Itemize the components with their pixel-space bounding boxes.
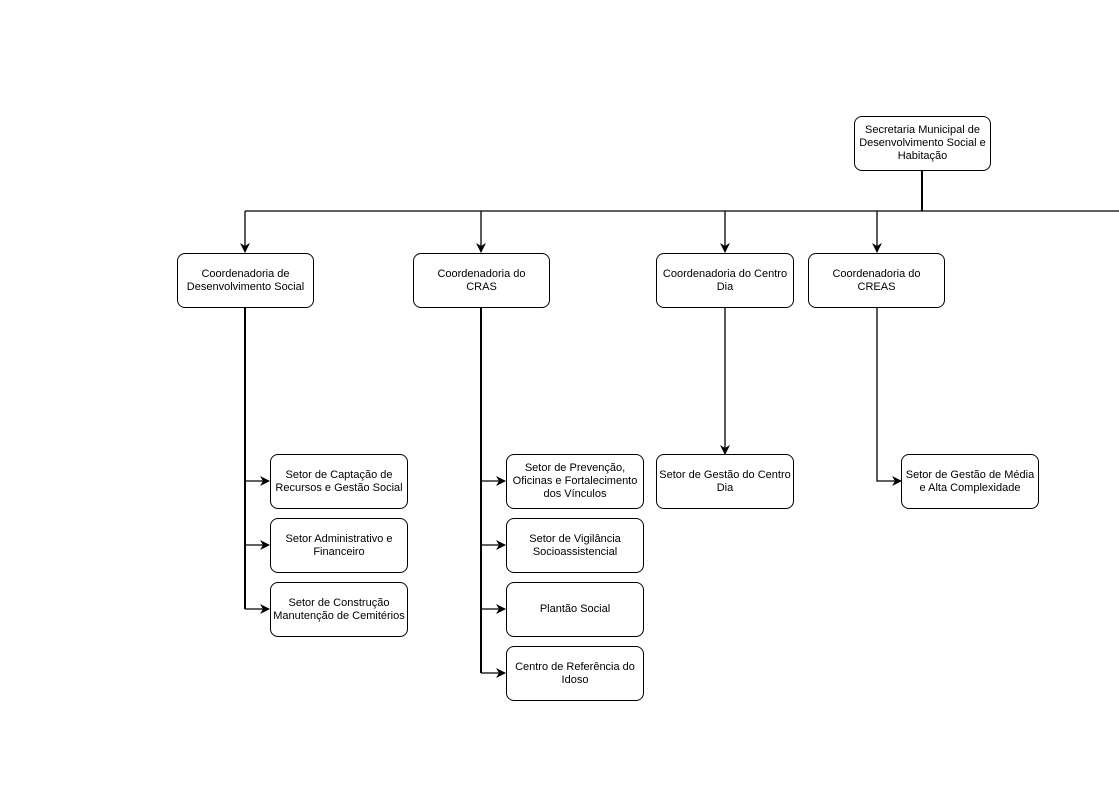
node-coordenadoria-centro-dia[interactable]: Coordenadoria do Centro Dia	[656, 253, 794, 308]
node-coordenadoria-creas[interactable]: Coordenadoria do CREAS	[808, 253, 945, 308]
node-label: Setor de Captação de Recursos e Gestão S…	[275, 468, 403, 494]
node-label: Setor Administrativo e Financeiro	[285, 532, 393, 558]
connector-to-sector-media-alta	[876, 308, 902, 486]
node-label: Coordenadoria do CRAS	[437, 267, 526, 293]
node-setor-administrativo-financeiro[interactable]: Setor Administrativo e Financeiro	[270, 518, 408, 573]
node-setor-construcao-cemiterios[interactable]: Setor de Construção Manutenção de Cemité…	[270, 582, 408, 637]
node-label: Centro de Referência do Idoso	[515, 660, 635, 686]
node-secretaria-municipal[interactable]: Secretaria Municipal de Desenvolvimento …	[854, 116, 991, 171]
node-setor-captacao-recursos[interactable]: Setor de Captação de Recursos e Gestão S…	[270, 454, 408, 509]
node-setor-gestao-centro-dia[interactable]: Setor de Gestão do Centro Dia	[656, 454, 794, 509]
node-label: Coordenadoria do Centro Dia	[662, 267, 788, 293]
node-label: Setor de Gestão do Centro Dia	[659, 468, 791, 494]
node-setor-vigilancia-socioassistencial[interactable]: Setor de Vigilância Socioassistencial	[506, 518, 644, 573]
node-setor-prevencao-oficinas[interactable]: Setor de Prevenção, Oficinas e Fortaleci…	[506, 454, 644, 509]
node-label: Setor de Gestão de Média e Alta Complexi…	[905, 468, 1035, 494]
node-centro-referencia-idoso[interactable]: Centro de Referência do Idoso	[506, 646, 644, 701]
node-plantao-social[interactable]: Plantão Social	[506, 582, 644, 637]
node-label: Coordenadoria do CREAS	[832, 267, 921, 293]
node-label: Plantão Social	[539, 603, 611, 615]
node-coordenadoria-desenvolvimento-social[interactable]: Coordenadoria de Desenvolvimento Social	[177, 253, 314, 308]
node-label: Setor de Vigilância Socioassistencial	[529, 532, 621, 558]
node-label: Setor de Construção Manutenção de Cemité…	[273, 596, 405, 622]
node-coordenadoria-cras[interactable]: Coordenadoria do CRAS	[413, 253, 550, 308]
node-label: Secretaria Municipal de Desenvolvimento …	[859, 124, 986, 162]
node-label: Coordenadoria de Desenvolvimento Social	[186, 267, 305, 293]
node-label: Setor de Prevenção, Oficinas e Fortaleci…	[512, 462, 638, 500]
node-setor-media-alta-complexidade[interactable]: Setor de Gestão de Média e Alta Complexi…	[901, 454, 1039, 509]
